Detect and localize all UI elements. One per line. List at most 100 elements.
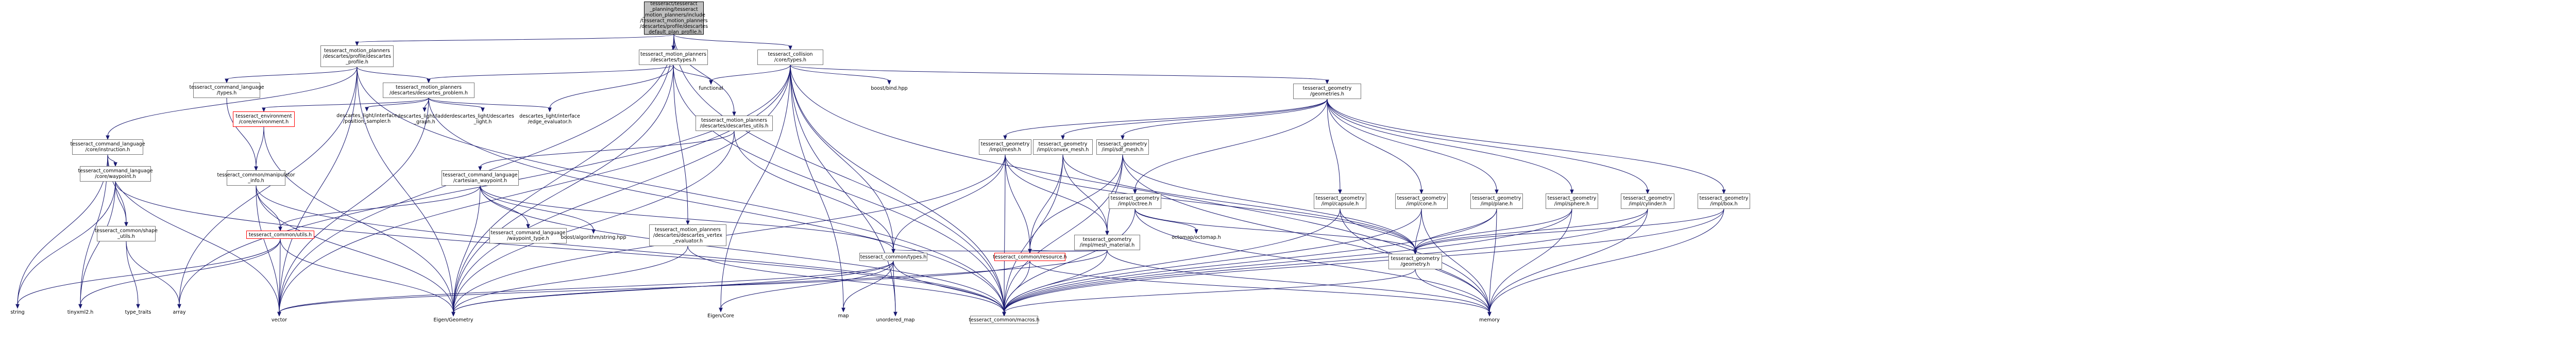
edge-arrowhead: [1495, 189, 1499, 194]
edge-impl_cone-to-memory: [1421, 208, 1490, 313]
node-common-utils[interactable]: tesseract_common/utils.h: [246, 231, 314, 239]
edge-common_utils-to-vector: [279, 238, 281, 313]
edge-cartesian_waypoint-to-macros: [480, 185, 1005, 313]
edge-arrowhead: [548, 107, 552, 112]
node-macros[interactable]: tesseract_common/macros.h: [969, 316, 1040, 324]
edge-arrowhead: [732, 111, 736, 117]
node-cartesian-waypoint[interactable]: tesseract_command_language /cartesian_wa…: [442, 170, 519, 186]
edge-collision_types-to-common_types: [790, 64, 894, 250]
node-impl-mesh[interactable]: tesseract_geometry /impl/mesh.h: [979, 139, 1031, 155]
edge-geometries-to-impl_convex_mesh: [1062, 99, 1328, 137]
edge-impl_box-to-geometry_h: [1415, 208, 1724, 251]
node-impl-cone[interactable]: tesseract_geometry /impl/cone.h: [1395, 193, 1448, 209]
edge-collision_types-to-memory: [790, 64, 1490, 313]
edge-arrowhead: [355, 41, 359, 46]
node-descartes-profile[interactable]: tesseract_motion_planners /descartes/pro…: [320, 45, 394, 67]
edge-descartes_problem-to-edge_evaluator: [428, 98, 550, 109]
edge-cl_instruction-to-shape_utils: [107, 154, 127, 223]
node-impl-sphere[interactable]: tesseract_geometry /impl/sphere.h: [1546, 193, 1598, 209]
edge-descartes_profile-to-array: [179, 67, 358, 305]
node-octomap: octomap/octomap.h: [1172, 234, 1221, 240]
node-common-types[interactable]: tesseract_common/types.h: [859, 253, 927, 261]
edge-environment-to-manipulator_info: [256, 126, 264, 168]
node-cl-waypoint[interactable]: tesseract_command_language /core/waypoin…: [78, 166, 153, 182]
node-common-resource[interactable]: tesseract_common/resource.h: [993, 253, 1067, 261]
edge-arrowhead: [1646, 189, 1650, 194]
edge-arrowhead: [451, 312, 455, 317]
edge-common_types-to-vector: [279, 261, 894, 313]
edge-impl_cylinder-to-geometry_h: [1415, 208, 1648, 251]
edge-common_resource-to-memory: [1029, 261, 1490, 313]
edge-impl_sphere-to-geometry_h: [1415, 208, 1572, 251]
edge-shape_utils-to-type_traits: [126, 241, 139, 305]
node-geometries[interactable]: tesseract_geometry /geometries.h: [1293, 84, 1361, 99]
node-impl-convex-mesh[interactable]: tesseract_geometry /impl/convex_mesh.h: [1033, 139, 1093, 155]
node-array: array: [173, 309, 186, 315]
edge-descartes_profile-to-descartes_problem: [357, 67, 429, 80]
edge-cl_instruction-to-cl_waypoint: [107, 154, 116, 164]
node-command-language-types[interactable]: tesseract_command_language /types.h: [189, 83, 264, 98]
edge-common_utils-to-eigen_geometry: [280, 238, 454, 313]
edge-descartes_types-to-functional: [673, 64, 711, 82]
edge-collision_types-to-macros: [790, 64, 1005, 313]
edge-arrowhead: [887, 80, 891, 85]
node-geometry-h[interactable]: tesseract_geometry /geometry.h: [1388, 254, 1442, 269]
node-string: string: [10, 309, 25, 315]
node-shape-utils[interactable]: tesseract_common/shape _utils.h: [95, 226, 158, 241]
node-ladder-graph: descartes_light/ladder _graph.h: [397, 113, 452, 125]
node-impl-capsule[interactable]: tesseract_geometry /impl/capsule.h: [1314, 193, 1366, 209]
node-descartes-problem[interactable]: tesseract_motion_planners /descartes/des…: [383, 83, 474, 98]
edge-impl_sphere-to-macros: [1004, 208, 1572, 313]
edge-impl_box-to-memory: [1489, 208, 1724, 313]
edge-arrowhead: [78, 304, 82, 309]
node-memory: memory: [1479, 317, 1500, 323]
node-impl-octree[interactable]: tesseract_geometry /impl/octree.h: [1109, 193, 1161, 209]
edge-cl_waypoint-to-macros: [115, 181, 1005, 313]
node-descartes-types[interactable]: tesseract_motion_planners /descartes/typ…: [639, 50, 708, 65]
edge-geometry_h-to-memory: [1415, 269, 1490, 313]
node-eigen-core: Eigen/Core: [707, 313, 734, 319]
edge-vertex_evaluator-to-eigen_geometry: [453, 246, 688, 313]
node-collision-types[interactable]: tesseract_collision /core/types.h: [757, 50, 823, 65]
edge-geometries-to-impl_box: [1327, 99, 1724, 191]
edge-cl_instruction-to-string: [17, 154, 108, 305]
edge-root-to-descartes_profile: [357, 34, 674, 43]
edge-common_types-to-unordered_map: [893, 261, 896, 313]
edge-arrowhead: [481, 107, 485, 112]
node-manipulator-info[interactable]: tesseract_common/manipulator _info.h: [217, 170, 295, 186]
edge-arrowhead: [1413, 250, 1417, 255]
edge-impl_convex_mesh-to-macros: [1004, 154, 1063, 313]
edge-arrowhead: [177, 304, 181, 309]
edge-geometries-to-impl_sphere: [1327, 99, 1572, 191]
node-cl-instruction[interactable]: tesseract_command_language /core/instruc…: [70, 139, 145, 155]
node-impl-sdf-mesh[interactable]: tesseract_geometry /impl/sdf_mesh.h: [1096, 139, 1149, 155]
edge-impl_cylinder-to-macros: [1004, 208, 1648, 313]
node-impl-cylinder[interactable]: tesseract_geometry /impl/cylinder.h: [1621, 193, 1674, 209]
edge-arrowhead: [1003, 135, 1007, 140]
edge-collision_types-to-array: [179, 64, 791, 305]
node-mesh-material[interactable]: tesseract_geometry /impl/mesh_material.h: [1074, 235, 1140, 250]
node-waypoint-type[interactable]: tesseract_command_language /waypoint_typ…: [489, 228, 567, 243]
edge-arrowhead: [1325, 79, 1329, 85]
edge-root-to-eigen_geometry: [453, 34, 674, 313]
edge-arrowhead: [124, 222, 128, 227]
node-vertex-evaluator[interactable]: tesseract_motion_planners /descartes/des…: [649, 224, 726, 246]
edge-arrowhead: [719, 307, 723, 313]
edge-descartes_profile-to-cl_instruction: [107, 67, 358, 137]
node-impl-plane[interactable]: tesseract_geometry /impl/plane.h: [1470, 193, 1523, 209]
node-root-header[interactable]: tesseract/tesseract _planning/tesseract …: [639, 1, 708, 35]
edge-cl_waypoint-to-string: [17, 181, 116, 305]
node-descartes-utils[interactable]: tesseract_motion_planners /descartes/des…: [696, 116, 773, 131]
edge-arrowhead: [526, 224, 530, 229]
node-environment[interactable]: tesseract_environment /core/environment.…: [233, 111, 295, 127]
edge-impl_octree-to-octomap: [1134, 208, 1197, 231]
edge-collision_types-to-boost_bind: [790, 64, 890, 82]
node-impl-box[interactable]: tesseract_geometry /impl/box.h: [1698, 193, 1750, 209]
edge-common_resource-to-vector: [279, 261, 1030, 313]
edge-impl_cone-to-geometry_h: [1415, 208, 1422, 251]
edge-arrowhead: [113, 162, 117, 167]
edge-geometries-to-impl_cone: [1327, 99, 1422, 191]
edge-descartes_utils-to-common_types: [734, 131, 894, 250]
edge-impl_mesh-to-macros: [1004, 154, 1006, 313]
edge-impl_convex_mesh-to-common_resource: [1029, 154, 1063, 250]
